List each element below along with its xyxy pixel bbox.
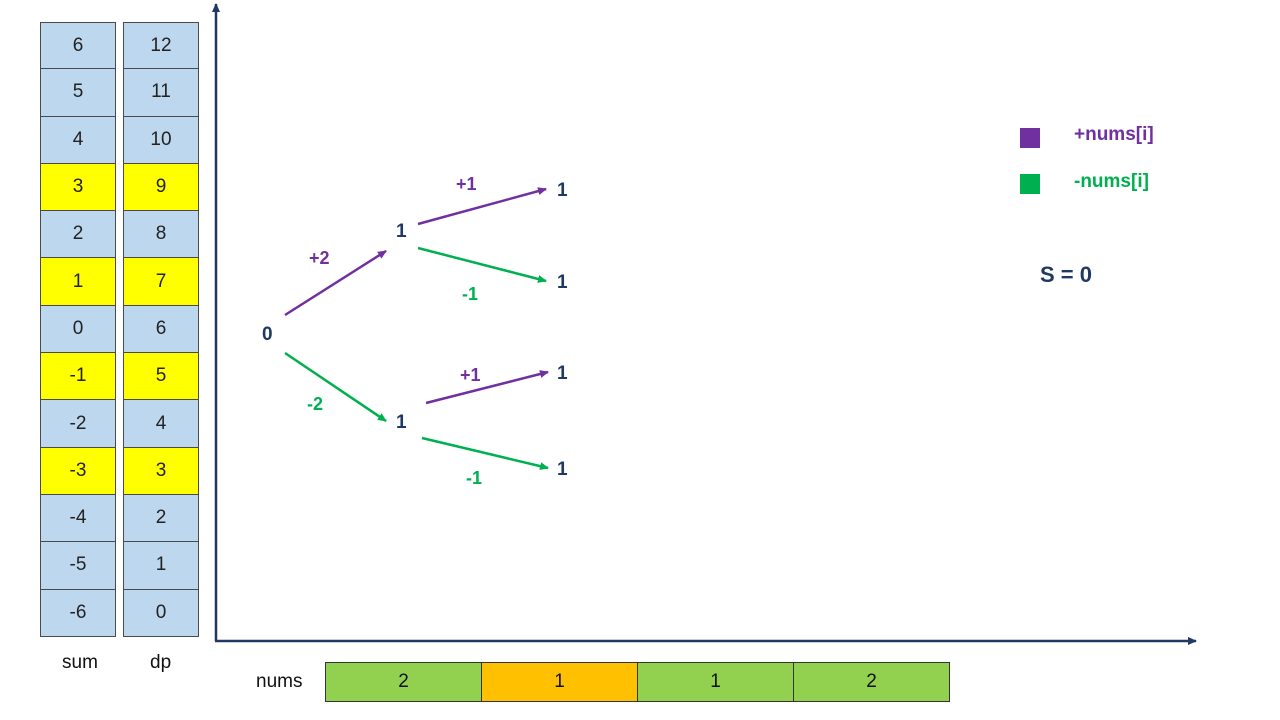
dp-cell: 6 — [123, 305, 199, 354]
dp-column-label: dp — [150, 652, 172, 673]
sum-cell: 2 — [40, 211, 116, 259]
dp-cell: 5 — [123, 353, 199, 401]
nums-cell: 2 — [793, 662, 950, 702]
edge-label: +1 — [460, 365, 481, 385]
edge-top-to-leaf-1 — [417, 187, 547, 226]
sum-cell: -3 — [40, 447, 116, 495]
sum-cell: 4 — [40, 116, 116, 164]
sum-column-label: sum — [62, 652, 98, 673]
sum-cell: 3 — [40, 163, 116, 212]
sum-cell: 5 — [40, 69, 116, 117]
edge-bottom-to-leaf-3 — [425, 370, 549, 405]
tree-node-leaf: 1 — [557, 459, 568, 480]
target-sum-label: S = 0 — [1040, 262, 1092, 287]
dp-cell: 8 — [123, 211, 199, 259]
legend-plus-label: +nums[i] — [1074, 124, 1154, 145]
edge-label: +1 — [456, 174, 477, 194]
tree-node-leaf: 1 — [557, 363, 568, 384]
sum-cell: -5 — [40, 542, 116, 590]
dp-cell: 0 — [123, 589, 199, 637]
edge-label: +2 — [309, 248, 330, 268]
dp-cell: 2 — [123, 494, 199, 543]
dp-cell: 1 — [123, 542, 199, 590]
nums-cell: 2 — [325, 662, 482, 702]
nums-cell: 1 — [481, 662, 638, 702]
sum-cell: -2 — [40, 400, 116, 448]
tree-node-leaf: 1 — [557, 272, 568, 293]
tree-node-root: 0 — [262, 324, 273, 345]
tree-node: 1 — [396, 412, 407, 433]
tree-node: 1 — [396, 221, 407, 242]
dp-cell: 9 — [123, 163, 199, 212]
dp-cell: 3 — [123, 447, 199, 495]
sum-cell: 1 — [40, 258, 116, 306]
legend-plus-swatch — [1020, 128, 1040, 148]
dp-cell: 11 — [123, 69, 199, 117]
dp-cell: 10 — [123, 116, 199, 164]
nums-cell: 1 — [637, 662, 794, 702]
sum-cell: 6 — [40, 22, 116, 70]
edge-label: -1 — [466, 468, 482, 488]
edge-label: -2 — [307, 394, 323, 414]
edge-bottom-to-leaf-4 — [421, 436, 549, 471]
dp-cell: 7 — [123, 258, 199, 306]
edge-top-to-leaf-2 — [417, 246, 547, 283]
sum-cell: -1 — [40, 353, 116, 401]
sum-cell: -4 — [40, 494, 116, 543]
edge-root-to-bottom — [284, 351, 387, 423]
edge-label: -1 — [462, 284, 478, 304]
dp-cell: 12 — [123, 22, 199, 70]
sum-cell: 0 — [40, 305, 116, 354]
legend-minus-swatch — [1020, 174, 1040, 194]
tree-node-leaf: 1 — [557, 180, 568, 201]
nums-label: nums — [256, 671, 303, 692]
sum-cell: -6 — [40, 589, 116, 637]
dp-cell: 4 — [123, 400, 199, 448]
legend-minus-label: -nums[i] — [1074, 171, 1149, 192]
edge-root-to-top — [284, 249, 387, 317]
